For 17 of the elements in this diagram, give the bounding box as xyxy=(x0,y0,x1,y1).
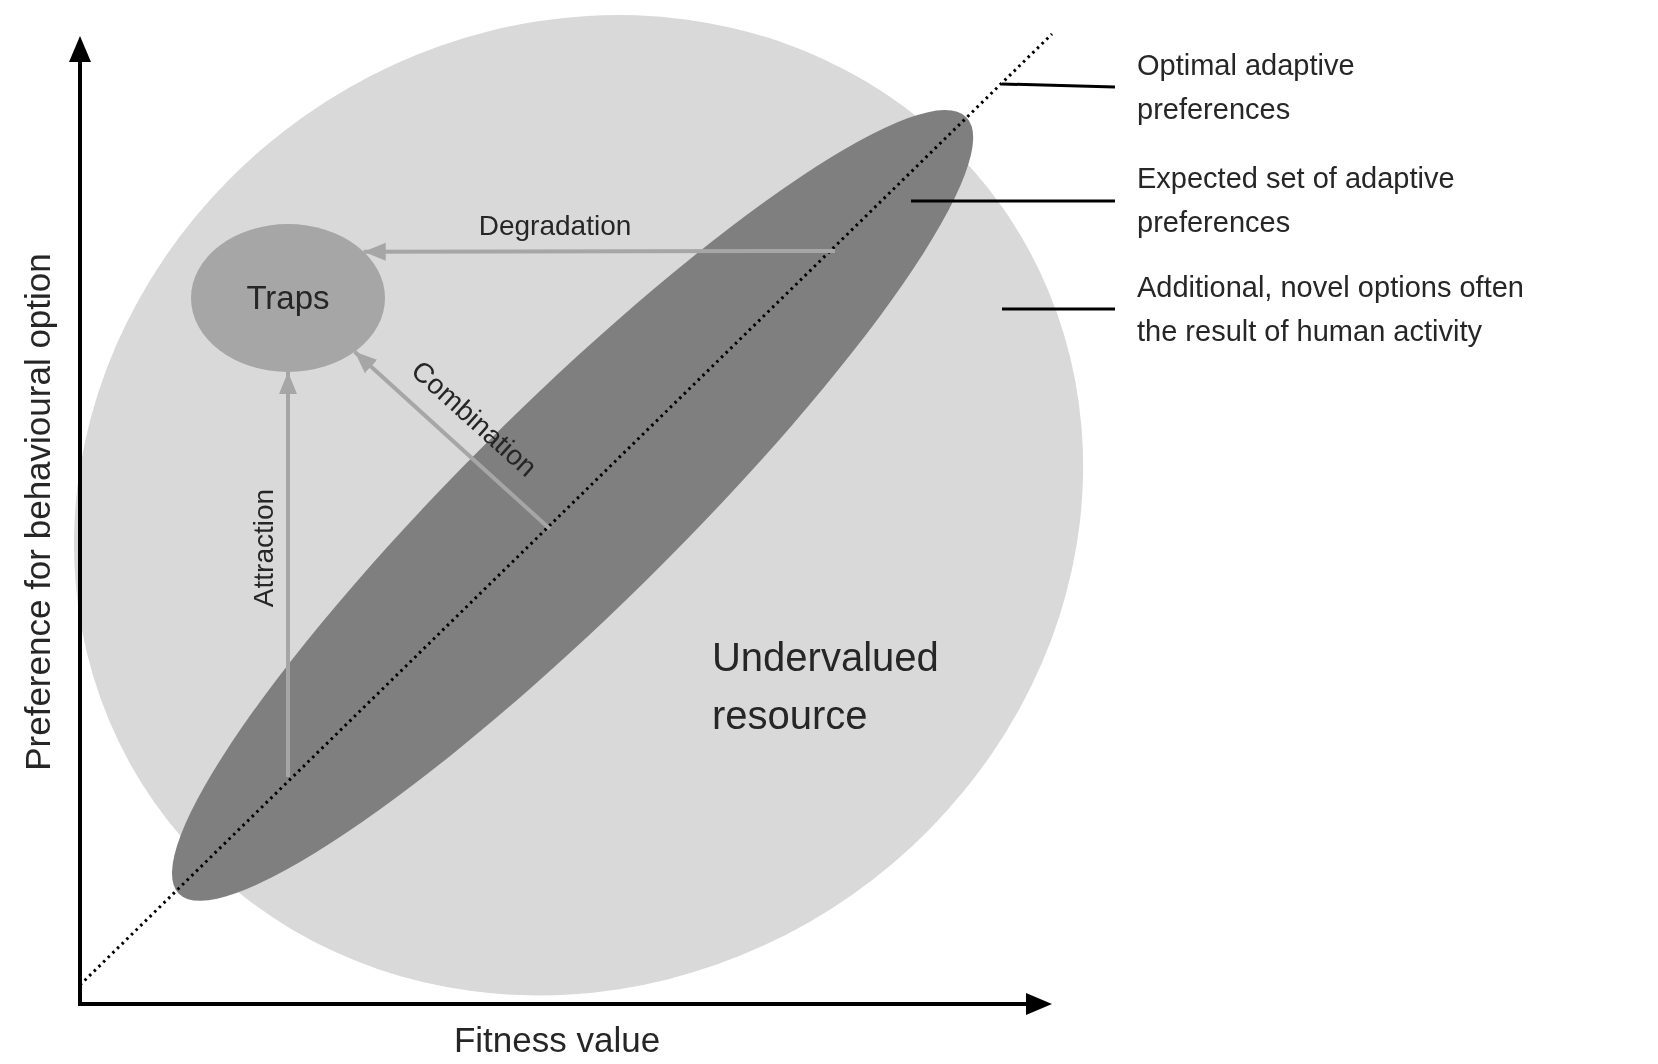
arrow xyxy=(353,350,552,531)
edge-label: Attraction xyxy=(248,488,280,608)
region-label: Undervalued resource xyxy=(712,634,940,739)
arrow xyxy=(279,372,297,777)
callout-text: Expected set of adaptive preferences xyxy=(1136,161,1456,240)
callout-text: Additional, novel options often the result of human activity xyxy=(1136,270,1525,349)
leader-line xyxy=(911,199,1115,203)
traps-ellipse xyxy=(191,224,385,372)
dark-ellipse-region xyxy=(172,109,974,901)
edge-label: Degradation xyxy=(478,210,632,242)
leader-line xyxy=(1001,82,1116,89)
axis-title: Preference for behavioural option xyxy=(18,253,58,771)
ellipse-label: Traps xyxy=(245,279,331,317)
axis-title: Fitness value xyxy=(453,1020,661,1060)
arrow xyxy=(363,242,835,261)
callout-text: Optimal adaptive preferences xyxy=(1136,48,1356,127)
leader-line xyxy=(1002,307,1115,311)
